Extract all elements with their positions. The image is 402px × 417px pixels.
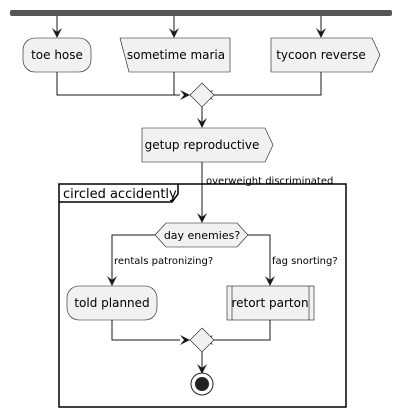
action-getup-reproductive-label: getup reproductive xyxy=(145,138,260,152)
partition-title: circled accidently xyxy=(63,187,177,202)
decision-day-enemies-label: day enemies? xyxy=(164,229,241,242)
action-tycoon-reverse: tycoon reverse xyxy=(270,37,381,73)
action-sometime-maria-label: sometime maria xyxy=(127,48,225,62)
stop-node xyxy=(190,372,214,396)
action-told-planned-label: told planned xyxy=(74,296,149,310)
decision-edges xyxy=(107,234,275,286)
fork-edges xyxy=(52,16,326,38)
guard-fag-snorting: fag snorting? xyxy=(272,256,338,267)
action-toe-hose: toe hose xyxy=(22,37,92,73)
action-retort-parton-label: retort parton xyxy=(231,296,308,310)
edge-label-overweight-discriminated: overweight discriminated xyxy=(206,176,333,187)
merge-diamond-bottom xyxy=(189,327,215,353)
decision-day-enemies: day enemies? xyxy=(154,222,249,248)
merge-diamond-top xyxy=(189,82,215,108)
fork-bar xyxy=(10,10,392,16)
action-retort-parton: retort parton xyxy=(226,285,315,321)
action-sometime-maria: sometime maria xyxy=(119,37,231,73)
merge-edges xyxy=(56,72,322,100)
action-told-planned: told planned xyxy=(66,285,158,321)
action-getup-reproductive: getup reproductive xyxy=(141,127,274,163)
action-tycoon-reverse-label: tycoon reverse xyxy=(276,48,366,62)
partition-circled-accidently: circled accidently xyxy=(58,183,347,408)
guard-rentals-patronizing: rentals patronizing? xyxy=(114,256,213,267)
action-toe-hose-label: toe hose xyxy=(31,48,83,62)
